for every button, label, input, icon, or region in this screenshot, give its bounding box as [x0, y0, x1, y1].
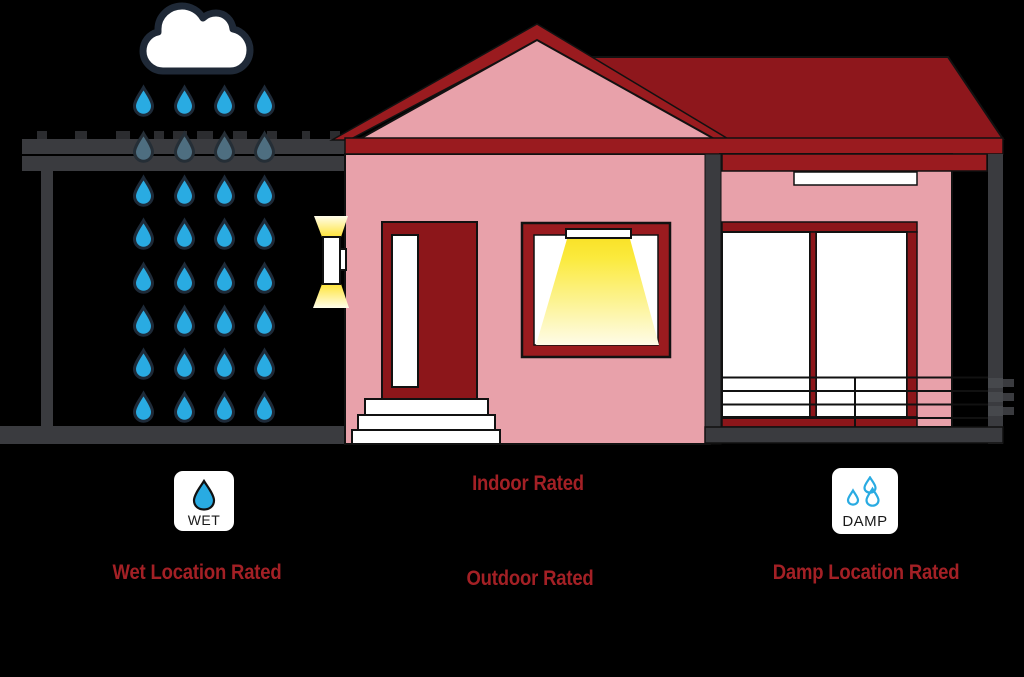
sconce-up-beam	[314, 216, 348, 237]
raindrop-icon	[214, 132, 235, 163]
sliding-door-jamb	[906, 231, 918, 418]
raindrop-icon	[214, 176, 235, 207]
water-drops-icon	[846, 476, 880, 507]
damp-badge-label: DAMP	[842, 513, 888, 530]
sliding-door-glass-left	[721, 231, 811, 418]
sliding-door-glass-right	[815, 231, 908, 418]
raindrop-icon	[214, 306, 235, 337]
raindrop-icon	[214, 349, 235, 380]
raindrop-icon	[133, 392, 154, 423]
sliding-glass-door	[721, 221, 918, 428]
window-light-beam	[536, 239, 659, 345]
raindrop-icon	[133, 176, 154, 207]
pergola-post	[41, 156, 53, 426]
raindrop-icon	[174, 263, 195, 294]
raindrop-icon	[214, 263, 235, 294]
pergola-rafters	[37, 131, 340, 139]
damp-rating-badge: DAMP	[832, 468, 898, 534]
wet-location-rated-label: Wet Location Rated	[112, 561, 282, 584]
railing-post-caps	[988, 378, 1014, 416]
sconce-down-beam	[313, 284, 349, 308]
raindrop-icon	[174, 349, 195, 380]
sliding-door-mullion	[809, 231, 817, 418]
porch-ceiling-light	[793, 171, 918, 186]
front-door	[381, 221, 478, 403]
raindrop-icon	[133, 86, 154, 117]
door-steps	[351, 398, 501, 445]
house	[313, 23, 1004, 445]
sliding-door-top-rail	[721, 221, 918, 233]
raindrop-icon	[254, 263, 275, 294]
raindrop-icon	[254, 86, 275, 117]
raindrop-icon	[174, 306, 195, 337]
water-drop-icon	[192, 479, 216, 511]
raindrop-icon	[254, 306, 275, 337]
raindrop-icon	[174, 176, 195, 207]
outdoor-rated-label: Outdoor Rated	[466, 567, 594, 590]
roof-fascia	[344, 137, 1004, 155]
raindrop-icon	[254, 176, 275, 207]
porch-railing	[706, 376, 1002, 427]
wall-sconce-light	[313, 216, 349, 308]
wet-badge-label: WET	[187, 512, 221, 528]
raindrop-icon	[254, 392, 275, 423]
raindrop-icon	[254, 219, 275, 250]
raindrop-icon	[133, 132, 154, 163]
raindrop-icon	[133, 306, 154, 337]
raindrop-icon	[133, 263, 154, 294]
sconce-body	[322, 236, 341, 285]
door-window	[391, 234, 419, 388]
porch-post-right	[988, 154, 1003, 444]
raindrop-icon	[214, 86, 235, 117]
pergola	[0, 131, 345, 444]
lit-window	[520, 221, 672, 359]
porch-post-left	[704, 153, 722, 445]
porch	[704, 153, 1014, 445]
raindrop-icon	[174, 392, 195, 423]
raindrop-icon	[133, 219, 154, 250]
damp-location-rated-label: Damp Location Rated	[772, 561, 960, 584]
raindrop-icon	[214, 219, 235, 250]
porch-header-beam	[721, 153, 988, 172]
raindrop-icon	[174, 86, 195, 117]
raindrop-icon	[174, 219, 195, 250]
indoor-rated-label: Indoor Rated	[472, 472, 584, 495]
window-light-fixture	[565, 228, 632, 239]
raindrop-icon	[133, 349, 154, 380]
rain-cloud-icon	[139, 2, 254, 75]
raindrop-icon	[254, 349, 275, 380]
wet-rating-badge: WET	[174, 471, 234, 531]
porch-floor	[704, 426, 1004, 444]
raindrop-icon	[214, 392, 235, 423]
ground-bar	[0, 426, 345, 444]
